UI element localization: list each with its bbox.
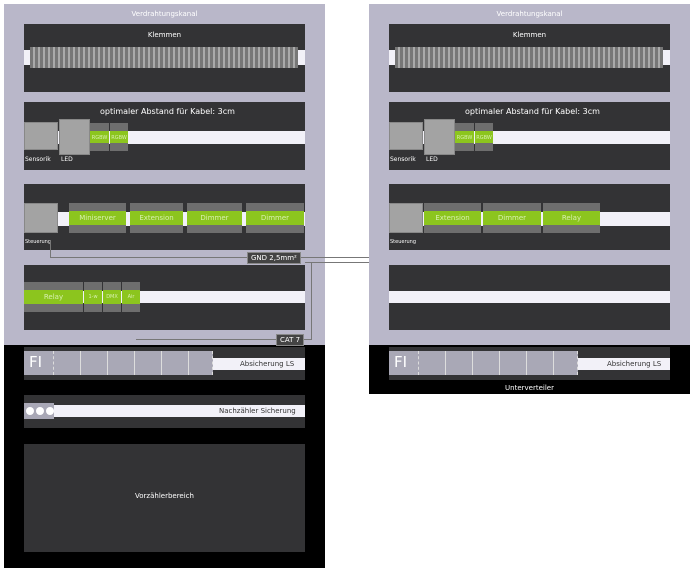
right-fuse-label: Absicherung LS — [607, 360, 662, 368]
right-module-extension: Extension — [424, 203, 481, 233]
right-module-relay: Relay — [543, 203, 600, 233]
left-module-dmx: DMX — [103, 282, 121, 312]
right-psu-sensorik — [389, 122, 423, 150]
left-ls-breakers — [54, 351, 213, 375]
right-module-dimmer: Dimmer — [483, 203, 541, 233]
right-klemmen-label: Klemmen — [512, 31, 547, 39]
right-title: Verdrahtungskanal — [496, 10, 563, 18]
left-module-relay: Relay — [24, 282, 83, 312]
left-module-1wire: 1-w — [84, 282, 102, 312]
right-steuerung-label: Steuerung — [390, 239, 417, 245]
right-psu-steuerung — [389, 203, 423, 233]
left-sensorik-label: Sensorik — [25, 156, 51, 163]
pre-meter-label: Vorzählerbereich — [135, 492, 194, 500]
left-fuse-label: Absicherung LS — [240, 360, 295, 368]
left-led-label: LED — [61, 156, 73, 163]
left-module-extension: Extension — [130, 203, 183, 233]
left-psu-led — [59, 119, 90, 155]
gnd-label: GND 2,5mm² — [247, 252, 301, 264]
right-cable-distance-note: optimaler Abstand für Kabel: 3cm — [465, 107, 600, 116]
right-rail-4 — [389, 291, 670, 303]
left-steuerung-label: Steuerung — [25, 239, 52, 245]
meter-fuse-icon — [24, 403, 54, 419]
left-terminal-block — [30, 47, 298, 68]
left-module-dimmer-1: Dimmer — [187, 203, 242, 233]
left-title: Verdrahtungskanal — [131, 10, 198, 18]
left-meter-fuse-rail — [24, 405, 305, 417]
right-fi-label: FI — [394, 353, 408, 371]
cat7-label: CAT 7 — [276, 334, 305, 346]
left-module-rgbw-1: RGBW — [90, 123, 109, 151]
pre-meter-area — [24, 444, 305, 552]
left-module-dimmer-2: Dimmer — [246, 203, 304, 233]
left-module-air: Air — [122, 282, 140, 312]
left-cable-distance-note: optimaler Abstand für Kabel: 3cm — [100, 107, 235, 116]
right-module-rgbw-1: RGBW — [455, 123, 474, 151]
left-fi-label: FI — [29, 353, 43, 371]
meter-fuse-label: Nachzähler Sicherung — [219, 407, 296, 415]
right-ls-breakers — [419, 351, 578, 375]
left-psu-sensorik — [24, 122, 58, 150]
right-sensorik-label: Sensorik — [390, 156, 416, 163]
right-module-rgbw-2: RGBW — [475, 123, 493, 151]
gnd-cable — [50, 240, 320, 258]
left-module-rgbw-2: RGBW — [110, 123, 128, 151]
left-klemmen-label: Klemmen — [147, 31, 182, 39]
left-psu-steuerung — [24, 203, 58, 233]
left-fi-switch — [24, 351, 54, 375]
right-terminal-block — [395, 47, 663, 68]
left-module-miniserver: Miniserver — [69, 203, 126, 233]
right-led-label: LED — [426, 156, 438, 163]
right-fi-switch — [389, 351, 419, 375]
right-footer-label: Unterverteiler — [505, 384, 554, 392]
right-psu-led — [424, 119, 455, 155]
cat7-cable — [136, 262, 312, 340]
